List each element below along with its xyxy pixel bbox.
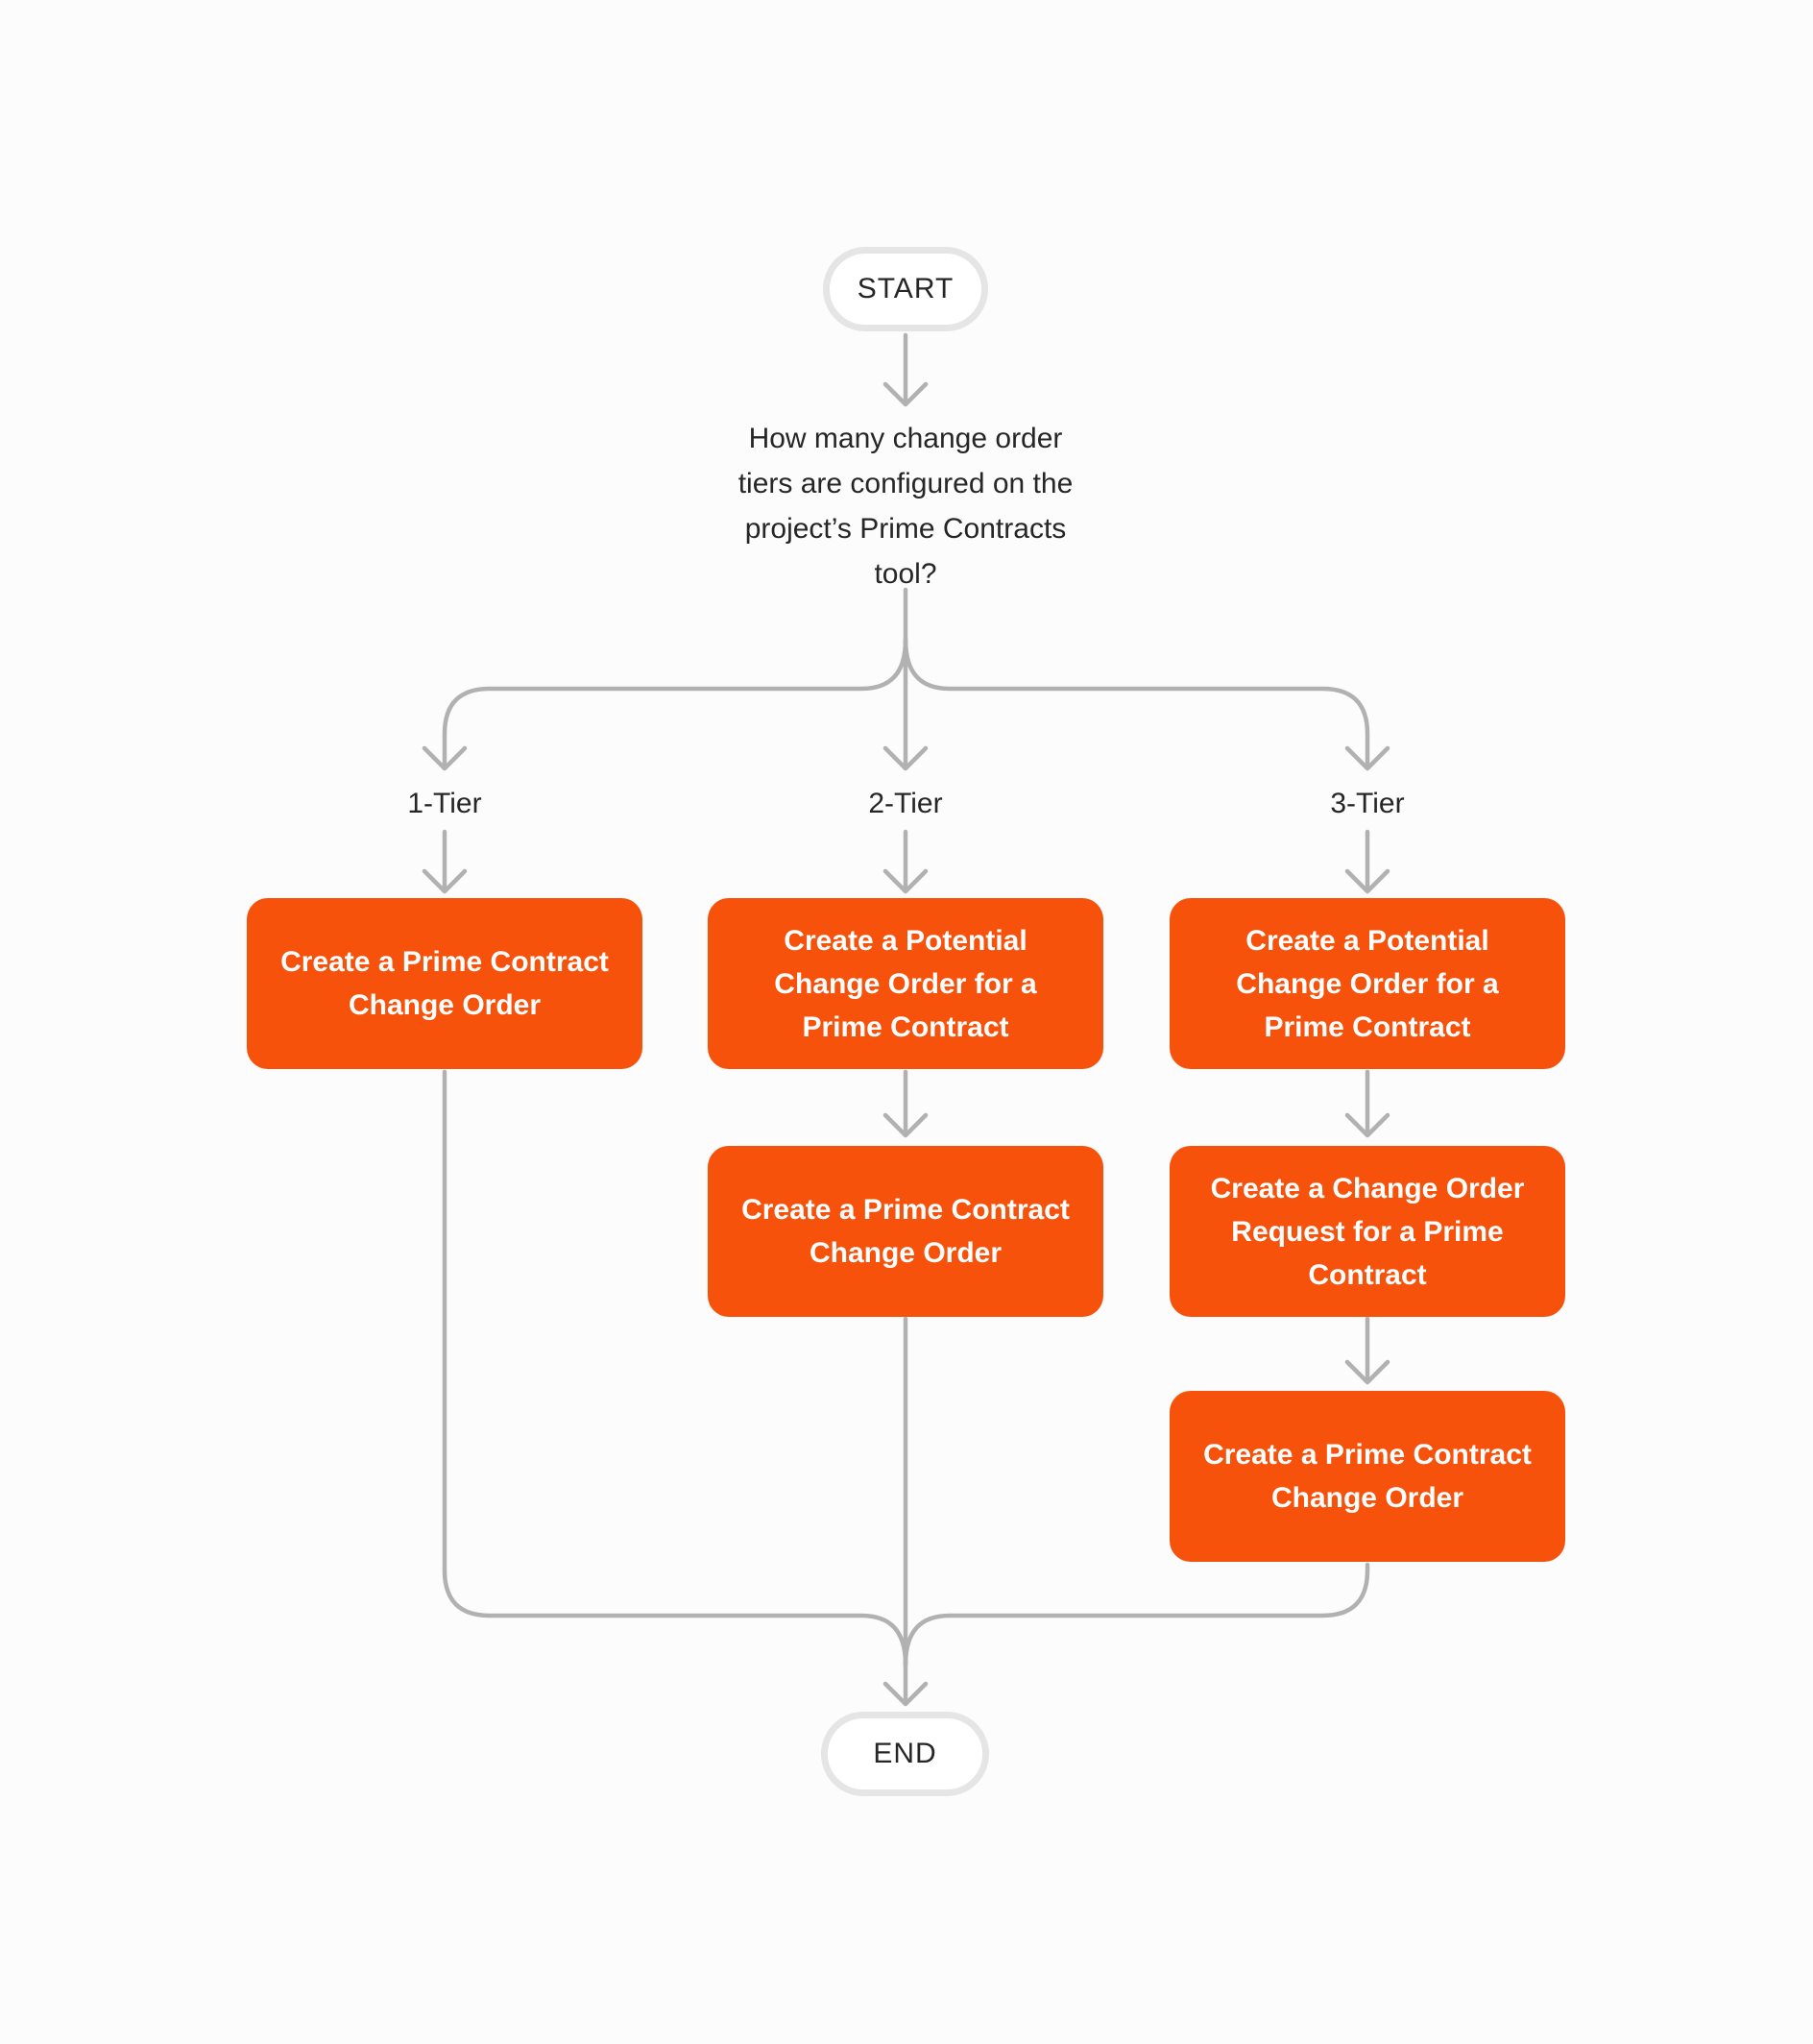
step-line: Change Order for a (1236, 967, 1499, 1000)
arrowhead-tier3-step1 (1344, 868, 1390, 894)
start-node: START (823, 247, 988, 331)
arrowhead-tier1-branch (422, 745, 468, 771)
edge-tier1-merge (442, 1069, 908, 1667)
arrowhead-tier3-step3 (1344, 1359, 1390, 1385)
step-box-tier3-prime-contract-change-order: Create a Prime Contract Change Order (1170, 1391, 1565, 1562)
step-line: Create a Potential (1245, 924, 1489, 957)
step-line: Create a Change Order (1210, 1172, 1525, 1204)
arrowhead-start-question (882, 381, 929, 407)
step-line: Create a Potential (784, 924, 1027, 957)
arrowhead-tier2-step2 (882, 1112, 929, 1138)
arrowhead-tier3-step2 (1344, 1112, 1390, 1138)
step-box-tier3-change-order-request: Create a Change Order Request for a Prim… (1170, 1146, 1565, 1317)
step-line: Prime Contract (1264, 1010, 1471, 1043)
step-box-tier2-prime-contract-change-order: Create a Prime Contract Change Order (708, 1146, 1103, 1317)
arrowhead-tier3-branch (1344, 745, 1390, 771)
step-line: Create a Prime Contract (1203, 1439, 1532, 1471)
branch-label-2-tier: 2-Tier (868, 788, 943, 819)
step-line: Create a Prime Contract (280, 946, 609, 978)
step-line: Create a Prime Contract (741, 1194, 1070, 1226)
step-line: Prime Contract (802, 1010, 1009, 1043)
step-box-tier3-potential-change-order: Create a Potential Change Order for a Pr… (1170, 898, 1565, 1069)
step-line: Change Order (809, 1237, 1003, 1269)
step-line: Change Order (348, 989, 542, 1021)
question-line: project’s Prime Contracts (744, 513, 1067, 545)
edge-split-tier1 (442, 637, 908, 770)
question-line: tool? (874, 558, 937, 590)
step-line: Change Order for a (774, 967, 1037, 1000)
question-text: How many change order tiers are configur… (713, 416, 1098, 596)
step-line: Change Order (1270, 1482, 1464, 1514)
edge-tier3-merge (903, 1562, 1370, 1667)
end-node: END (821, 1712, 989, 1796)
step-box-tier2-potential-change-order: Create a Potential Change Order for a Pr… (708, 898, 1103, 1069)
arrowhead-tier2-step1 (882, 868, 929, 894)
branch-label-1-tier: 1-Tier (407, 788, 482, 819)
step-line: Request for a Prime (1231, 1215, 1504, 1248)
step-line: Contract (1308, 1258, 1427, 1291)
arrowhead-end (882, 1681, 929, 1707)
branch-label-3-tier: 3-Tier (1330, 788, 1405, 819)
question-line: How many change order (748, 423, 1063, 454)
arrowhead-tier2-branch (882, 745, 929, 771)
arrowhead-tier1-step1 (422, 868, 468, 894)
edge-split-tier3 (903, 637, 1370, 770)
question-line: tiers are configured on the (737, 468, 1074, 499)
step-box-tier1-prime-contract-change-order: Create a Prime Contract Change Order (247, 898, 642, 1069)
